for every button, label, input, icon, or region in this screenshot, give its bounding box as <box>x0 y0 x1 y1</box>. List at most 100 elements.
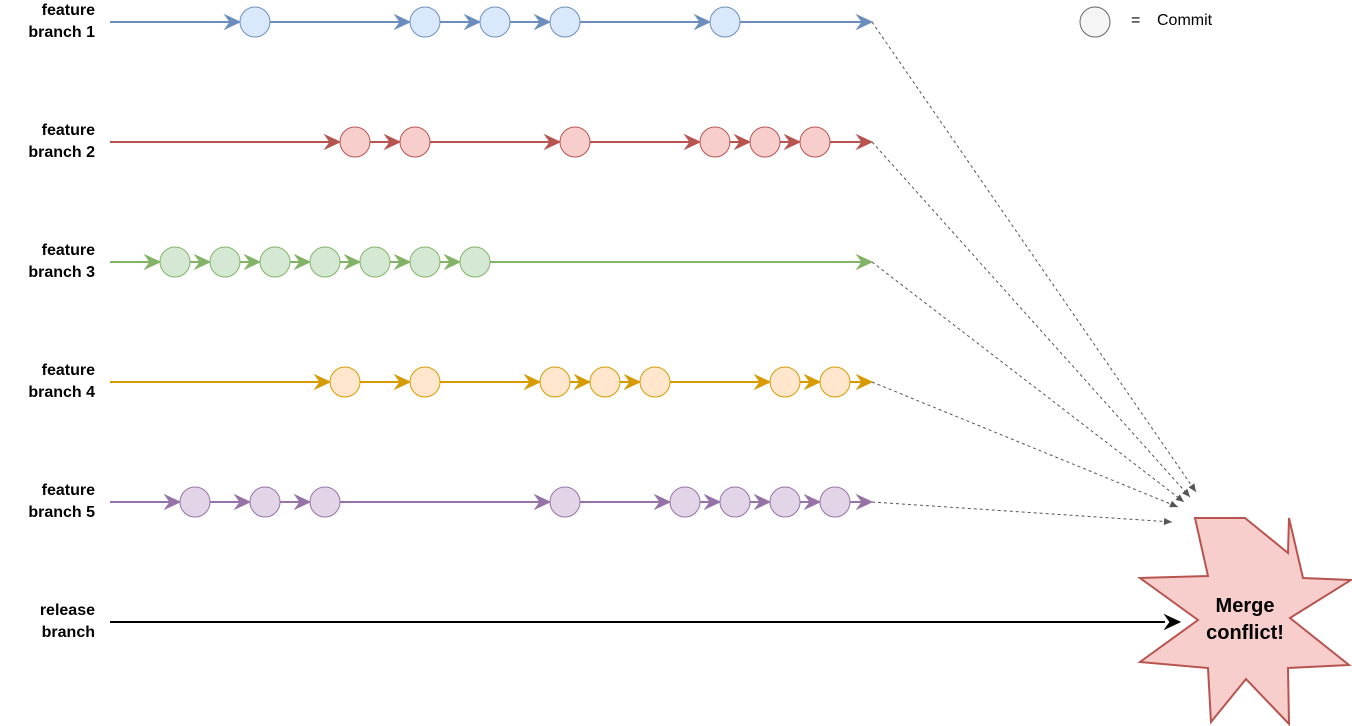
branch-1-arrowhead <box>533 13 552 31</box>
branch-5-commit <box>819 486 851 518</box>
branch-4-arrowhead <box>523 373 542 391</box>
branch-4-commit <box>539 366 571 398</box>
branch-label-3-line1: feature <box>41 242 95 259</box>
branch-3-merge-arrow <box>871 261 1185 503</box>
branch-label-4: feature branch 4 <box>0 360 95 404</box>
legend-commit-label: Commit <box>1157 12 1213 29</box>
branch-label-1: feature branch 1 <box>0 0 95 44</box>
branch-5-commit <box>549 486 581 518</box>
branch-5-commit <box>719 486 751 518</box>
branch-label-3-line2: branch 3 <box>28 264 95 281</box>
branch-5-merge-arrowhead <box>1163 517 1172 525</box>
branch-5-arrowhead <box>753 493 772 511</box>
branch-1-arrowhead <box>463 13 482 31</box>
merge-conflict-line1: Merge <box>1215 595 1275 617</box>
branch-1-merge-arrow <box>871 21 1197 493</box>
release-branch-arrowhead <box>1163 613 1182 631</box>
branch-2-arrowhead <box>683 133 702 151</box>
branch-5-commit <box>249 486 281 518</box>
release-branch-label: release branch <box>0 600 95 644</box>
branch-2-commit <box>399 126 431 158</box>
commits-layer <box>159 6 851 518</box>
branch-5-arrowhead <box>293 493 312 511</box>
branch-3-arrowhead <box>393 253 412 271</box>
branch-4-commit <box>329 366 361 398</box>
branch-label-1-line1: feature <box>41 2 95 19</box>
branch-1-commit <box>709 6 741 38</box>
branch-label-5: feature branch 5 <box>0 480 95 524</box>
branch-4-commit <box>819 366 851 398</box>
branch-3-arrowhead <box>343 253 362 271</box>
branch-1-arrowhead <box>393 13 412 31</box>
branch-2-commit <box>749 126 781 158</box>
branch-5-commit <box>309 486 341 518</box>
branch-2-arrowhead <box>783 133 802 151</box>
branch-5-merge-arrow <box>871 501 1173 523</box>
branch-1-commit <box>479 6 511 38</box>
branch-2-end-arrowhead <box>855 133 874 151</box>
branch-5-commit <box>179 486 211 518</box>
branch-2-commit <box>699 126 731 158</box>
legend-equals: = <box>1131 12 1141 29</box>
branch-5-arrowhead <box>703 493 722 511</box>
legend-commit-icon <box>1079 6 1111 38</box>
branch-3-arrowhead <box>193 253 212 271</box>
branch-5-commit <box>769 486 801 518</box>
branch-3-arrowhead <box>293 253 312 271</box>
branch-3-commit <box>409 246 441 278</box>
branch-4-arrowhead <box>393 373 412 391</box>
branch-3-commit <box>359 246 391 278</box>
branch-4-arrowhead <box>623 373 642 391</box>
branch-4-merge-arrow <box>871 381 1179 508</box>
branch-label-2: feature branch 2 <box>0 120 95 164</box>
branch-lines-layer <box>110 13 1182 631</box>
branch-label-4-line2: branch 4 <box>28 384 95 401</box>
branch-3-merge-arrowhead <box>1175 494 1184 502</box>
branch-3-arrowhead <box>443 253 462 271</box>
merge-conflict-label: Merge conflict! <box>1175 593 1315 647</box>
branch-4-merge-arrowhead <box>1169 500 1178 508</box>
branch-4-commit <box>589 366 621 398</box>
merge-conflict-line2: conflict! <box>1206 622 1284 644</box>
branch-1-commit <box>549 6 581 38</box>
branch-3-commit <box>259 246 291 278</box>
branch-2-merge-arrowhead <box>1182 488 1190 497</box>
branch-1-end-arrowhead <box>855 13 874 31</box>
branch-label-2-line2: branch 2 <box>28 144 95 161</box>
branch-3-commit <box>459 246 491 278</box>
branch-4-arrowhead <box>803 373 822 391</box>
branch-label-1-line2: branch 1 <box>28 24 95 41</box>
release-label-line1: release <box>39 602 95 619</box>
branch-1-merge-arrowhead <box>1188 483 1196 492</box>
branch-5-arrowhead <box>533 493 552 511</box>
branch-3-arrowhead <box>143 253 162 271</box>
branch-2-arrowhead <box>543 133 562 151</box>
branch-2-commit <box>799 126 831 158</box>
branch-label-5-line2: branch 5 <box>28 504 95 521</box>
branch-label-5-line1: feature <box>41 482 95 499</box>
branch-3-commit <box>309 246 341 278</box>
branch-4-commit <box>409 366 441 398</box>
branch-label-3: feature branch 3 <box>0 240 95 284</box>
branch-2-commit <box>339 126 371 158</box>
branch-label-2-line1: feature <box>41 122 95 139</box>
branch-3-arrowhead <box>243 253 262 271</box>
branch-5-arrowhead <box>803 493 822 511</box>
branch-4-commit <box>769 366 801 398</box>
branch-4-arrowhead <box>313 373 332 391</box>
branch-3-commit <box>159 246 191 278</box>
branch-1-arrowhead <box>693 13 712 31</box>
branch-1-arrowhead <box>223 13 242 31</box>
branch-2-commit <box>559 126 591 158</box>
branch-1-commit <box>409 6 441 38</box>
branch-4-arrowhead <box>573 373 592 391</box>
merge-arrows-layer <box>871 21 1197 525</box>
branch-5-commit <box>669 486 701 518</box>
branch-5-end-arrowhead <box>855 493 874 511</box>
branch-5-arrowhead <box>163 493 182 511</box>
release-label-line2: branch <box>41 624 95 641</box>
branch-4-arrowhead <box>753 373 772 391</box>
branch-5-arrowhead <box>653 493 672 511</box>
branch-2-merge-arrow <box>871 141 1191 498</box>
branch-2-arrowhead <box>323 133 342 151</box>
